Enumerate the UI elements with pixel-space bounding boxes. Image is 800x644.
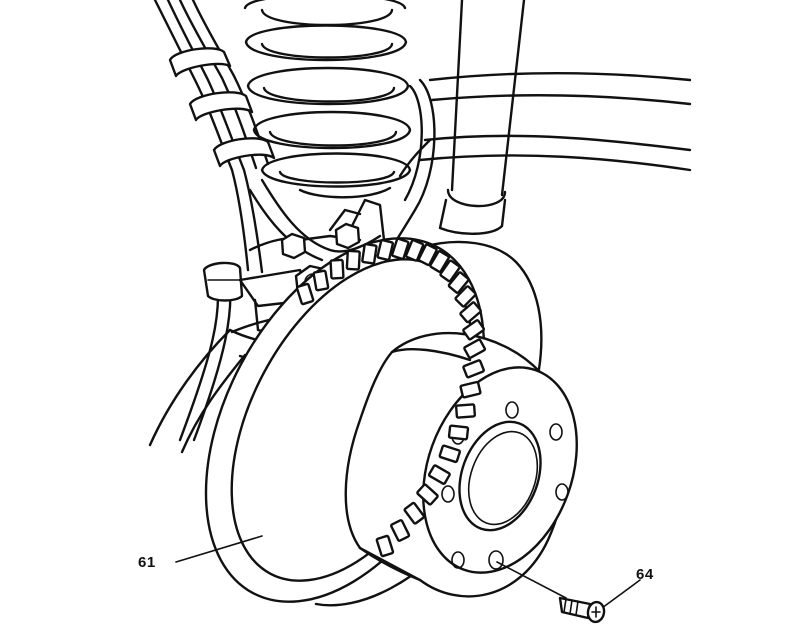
vent-slot xyxy=(312,269,330,292)
vent-slot xyxy=(416,483,439,506)
brake-rotor xyxy=(204,237,578,607)
coil-spring xyxy=(243,0,412,199)
vent-slot xyxy=(391,237,410,261)
vent-slot xyxy=(438,444,462,464)
vent-slot xyxy=(459,380,482,399)
vent-slot xyxy=(417,243,438,267)
vent-slot xyxy=(462,319,486,341)
leader-61 xyxy=(175,535,263,563)
vent-slot xyxy=(454,285,477,308)
vent-slot xyxy=(459,301,482,324)
vent-slot xyxy=(439,259,461,283)
vent-slot xyxy=(361,243,378,265)
leader-64 xyxy=(601,579,641,609)
vent-slot xyxy=(462,359,485,379)
callout-64-label: 64 xyxy=(636,566,654,583)
lug-holes xyxy=(441,401,569,570)
vent-slot xyxy=(447,424,470,441)
upper-nut xyxy=(280,222,361,260)
vent-slot xyxy=(345,249,361,271)
brake-lines xyxy=(153,0,432,442)
vent-slot xyxy=(376,238,395,262)
vent-slot xyxy=(463,338,487,359)
vent-slot xyxy=(427,464,451,485)
vent-slot xyxy=(404,239,425,262)
callout-61-label: 61 xyxy=(138,554,156,571)
vent-slot xyxy=(375,534,395,558)
vent-slot xyxy=(390,519,411,542)
rotor-retaining-screw xyxy=(558,596,606,624)
upper-control-arm xyxy=(418,72,692,172)
rotor-vent-slots xyxy=(295,237,487,558)
vent-slot xyxy=(447,271,470,294)
shock-absorber xyxy=(438,0,526,235)
vent-slot xyxy=(454,403,477,419)
vent-slot xyxy=(295,282,315,306)
vent-slot xyxy=(429,250,451,273)
leader-64-hole xyxy=(496,561,567,599)
vent-slot xyxy=(403,501,426,525)
callout-leaders xyxy=(175,535,641,609)
vent-slot xyxy=(329,258,345,280)
